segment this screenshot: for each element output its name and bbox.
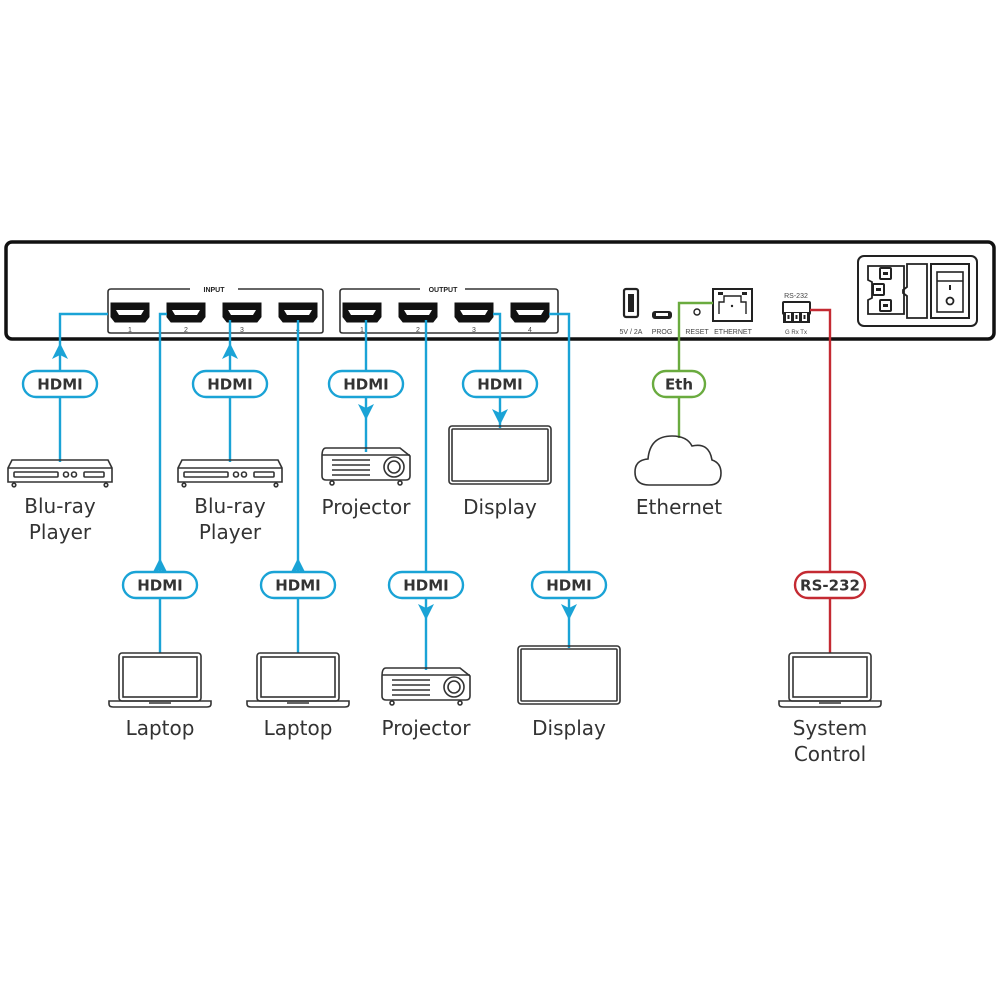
device-label: System <box>793 716 868 740</box>
projector-icon <box>321 447 411 486</box>
device-label: Control <box>794 742 866 766</box>
display-icon <box>448 425 552 485</box>
device-label: Laptop <box>264 716 333 740</box>
prog-port[interactable]: PROG <box>652 311 673 336</box>
rs232-label: RS-232 <box>784 293 808 300</box>
device-label: Blu-ray <box>194 494 266 518</box>
rs232-cable <box>810 308 832 653</box>
port-number: 1 <box>128 327 132 334</box>
port-number: 3 <box>240 327 244 334</box>
device-label: Display <box>463 495 537 519</box>
ethernet-port[interactable]: ETHERNET <box>712 288 753 336</box>
arrow-down-icon <box>561 604 577 620</box>
input-hdmi-port-1[interactable]: 1 <box>110 302 150 334</box>
arrow-down-icon <box>418 604 434 620</box>
bluray-player-icon <box>177 459 283 488</box>
input-group-label: INPUT <box>204 287 226 294</box>
hdmi-cable-input-2 <box>158 312 167 653</box>
device-label: Player <box>29 520 92 544</box>
input-hdmi-port-2[interactable]: 2 <box>166 302 206 334</box>
port-number: 2 <box>416 327 420 334</box>
fuse-holder <box>902 263 928 319</box>
display-icon <box>517 645 621 705</box>
power-inlet <box>867 265 905 315</box>
cable-label: RS-232 <box>800 577 860 595</box>
input-hdmi-port-4[interactable]: 4 <box>278 302 318 334</box>
cable-label: Eth <box>665 376 693 394</box>
port-number: 3 <box>472 327 476 334</box>
output-group-label: OUTPUT <box>429 287 459 294</box>
input-hdmi-port-3[interactable]: 3 <box>222 302 262 334</box>
reset-button[interactable]: RESET <box>685 308 709 336</box>
port-number: 1 <box>360 327 364 334</box>
power-switch[interactable] <box>930 263 970 319</box>
output-hdmi-port-2[interactable]: 2 <box>398 302 438 334</box>
device-label: Projector <box>382 716 472 740</box>
rs232-port[interactable]: RS-232 G Rx Tx <box>782 293 811 336</box>
cable-label: HDMI <box>137 577 183 595</box>
ethernet-label: ETHERNET <box>714 329 752 336</box>
cable-label: HDMI <box>403 577 449 595</box>
cable-label: HDMI <box>207 376 253 394</box>
cloud-icon <box>634 435 722 486</box>
arrow-up-icon <box>222 343 238 359</box>
cable-label: HDMI <box>37 376 83 394</box>
hdmi-cable-input-1 <box>58 312 108 462</box>
bluray-player-icon <box>7 459 113 488</box>
laptop-icon <box>778 652 882 708</box>
hdmi-cable-label-input-3: HDMI <box>191 369 269 399</box>
laptop-icon <box>246 652 350 708</box>
output-hdmi-port-4[interactable]: 4 <box>510 302 550 334</box>
arrow-up-icon <box>52 343 68 359</box>
hdmi-cable-output-4 <box>549 312 571 648</box>
device-label: Player <box>199 520 262 544</box>
usb-port[interactable]: 5V / 2A <box>620 287 643 336</box>
hdmi-cable-label-output-3: HDMI <box>461 369 539 399</box>
hdmi-cable-label-input-1: HDMI <box>21 369 99 399</box>
cable-label: HDMI <box>546 577 592 595</box>
arrow-up-icon <box>152 558 168 574</box>
rs232-pins-label: G Rx Tx <box>785 330 807 336</box>
input-group: INPUT <box>107 287 324 334</box>
ethernet-cable-label: Eth <box>651 369 707 399</box>
usb-label: 5V / 2A <box>620 329 643 336</box>
laptop-icon <box>108 652 212 708</box>
projector-icon <box>381 667 471 706</box>
device-label: Laptop <box>126 716 195 740</box>
hdmi-cable-label-output-4: HDMI <box>530 570 608 600</box>
cable-label: HDMI <box>477 376 523 394</box>
cable-label: HDMI <box>275 577 321 595</box>
hdmi-cable-label-output-1: HDMI <box>327 369 405 399</box>
power-module <box>857 255 978 327</box>
output-hdmi-port-3[interactable]: 3 <box>454 302 494 334</box>
rs232-cable-label: RS-232 <box>793 570 867 600</box>
arrow-up-icon <box>290 558 306 574</box>
hdmi-cable-label-input-2: HDMI <box>121 570 199 600</box>
device-label: Display <box>532 716 606 740</box>
hdmi-cable-label-output-2: HDMI <box>387 570 465 600</box>
arrow-down-icon <box>492 409 508 425</box>
prog-label: PROG <box>652 329 673 336</box>
port-number: 4 <box>528 327 532 334</box>
device-label: Blu-ray <box>24 494 96 518</box>
reset-label: RESET <box>685 329 709 336</box>
device-label: Ethernet <box>636 495 722 519</box>
output-group: OUTPUT <box>339 287 559 334</box>
hdmi-cable-label-input-4: HDMI <box>259 570 337 600</box>
arrow-down-icon <box>358 404 374 420</box>
output-hdmi-port-1[interactable]: 1 <box>342 302 382 334</box>
device-label: Projector <box>322 495 412 519</box>
port-number: 2 <box>184 327 188 334</box>
cable-label: HDMI <box>343 376 389 394</box>
rear-panel: INPUT OUTPUT 1 2 3 4 1 2 3 4 5V / 2A PROG RESE… <box>4 240 996 341</box>
